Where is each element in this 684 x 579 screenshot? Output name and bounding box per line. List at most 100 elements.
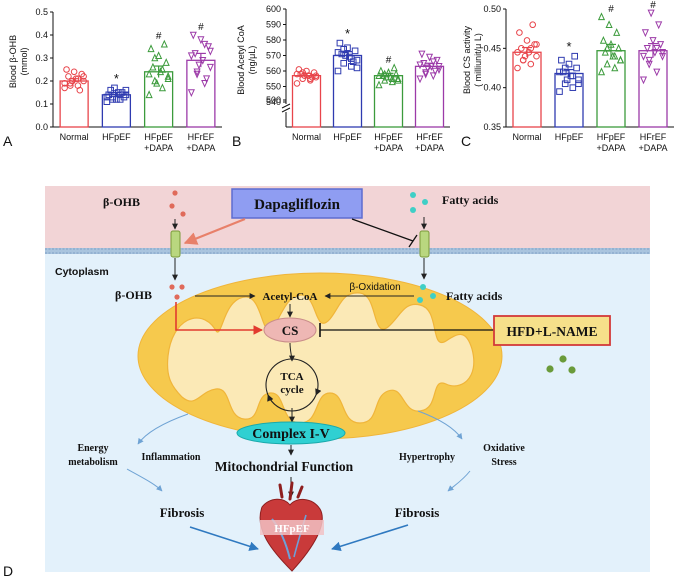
data-point [556,88,563,95]
data-point [616,55,625,64]
data-point [307,75,314,83]
data-point [525,48,533,56]
data-point [613,28,621,36]
data-point [575,80,582,88]
data-point [197,36,205,45]
data-point [605,20,613,29]
x-tick-label: +DAPA [596,143,625,153]
x-tick-label: HFpEF [555,132,584,142]
data-point [334,67,342,75]
bar-group: * [101,71,132,128]
data-point [353,64,361,72]
data-point [435,63,443,71]
cs-enzyme [263,317,317,343]
y-tick-label: 0.1 [35,99,48,109]
y-tick-label: 550 [266,82,281,92]
bar-group [512,21,542,128]
panel-label-c: C [461,133,472,149]
y-tick-label: 0.2 [35,76,48,86]
mitochondrial-function-label: Mitochondrial Function [215,459,354,474]
x-tick-label: HFpEF [374,132,403,142]
data-point [601,47,609,56]
data-point [597,12,606,21]
beta-ohb-inside-dots [169,284,185,300]
data-point [65,73,72,80]
fatty-acids-outside-label: Fatty acids [442,193,499,207]
data-point [151,53,159,62]
y-tick-label: 0.5 [35,7,48,17]
significance-mark: # [156,31,162,42]
data-point [527,60,535,68]
y-tick-label: 580 [266,35,281,45]
data-point [336,39,344,47]
x-tick-label: HFpEF [144,132,173,142]
data-point [193,68,201,77]
beta-ohb-outside-dots [169,190,186,217]
y-axis-label: Blood CS activity( milliunit/μ L) [462,25,483,94]
data-point [514,64,521,72]
data-point [375,80,383,89]
data-point [425,53,434,62]
x-tick-label: HFrEF [188,132,215,142]
x-tick-label: +DAPA [638,143,667,153]
cycle-label: cycle [280,384,303,396]
x-tick-label: Normal [512,132,541,142]
data-point [394,75,402,84]
complex-i-v-label: Complex I-V [252,427,329,442]
y-tick-label: 0.4 [35,30,48,40]
x-tick-label: Normal [60,132,89,142]
significance-mark: # [198,22,204,33]
data-point [206,63,214,72]
data-point [416,61,424,70]
arrow-energy-to-fibrosis [126,468,163,492]
arrow-mito-to-oxidative [417,410,463,440]
x-tick-label: +DAPA [374,143,403,153]
data-point [647,9,655,18]
data-point [561,80,569,88]
hfpef-label: HFpEF [274,523,310,535]
bar-group: # [186,22,216,128]
data-point [603,59,611,68]
data-point [111,84,118,92]
fatty-acids-outside-dots [410,192,428,213]
data-point [340,59,348,67]
data-point [145,69,153,78]
data-point [394,74,402,83]
y-tick-label: 600 [266,4,281,14]
x-tick-label: HFrEF [416,132,443,142]
data-point [603,43,611,52]
data-point [202,75,211,84]
data-point [514,48,521,56]
data-point [147,44,155,53]
beta-ohb-inside-label: β-OHB [115,288,152,302]
fatty-acid-transporter-icon [419,230,430,258]
data-point [611,63,619,72]
bar [638,50,668,128]
data-point [569,72,577,80]
data-point [158,83,167,92]
data-point [348,55,355,62]
arrow-oxidative-to-fibrosis [447,470,471,492]
beta-ohb-transporter-icon [170,230,181,258]
significance-mark: # [608,4,614,15]
data-point [556,68,563,76]
bar [554,72,584,128]
fatty-acids-inside-dots [417,284,436,303]
significance-mark: # [386,55,392,66]
data-point [597,67,606,76]
data-point [658,52,667,61]
data-point [639,52,648,61]
data-point [187,89,195,97]
data-point [293,80,301,87]
x-tick-label: +DAPA [415,143,444,153]
data-point [429,72,437,81]
x-tick-label: HFrEF [640,132,667,142]
x-tick-label: HFpEF [333,132,362,142]
significance-mark: * [345,26,350,41]
data-point [560,68,567,76]
data-point [653,68,661,77]
data-point [518,45,525,52]
data-point [80,73,87,80]
data-point [521,52,529,60]
